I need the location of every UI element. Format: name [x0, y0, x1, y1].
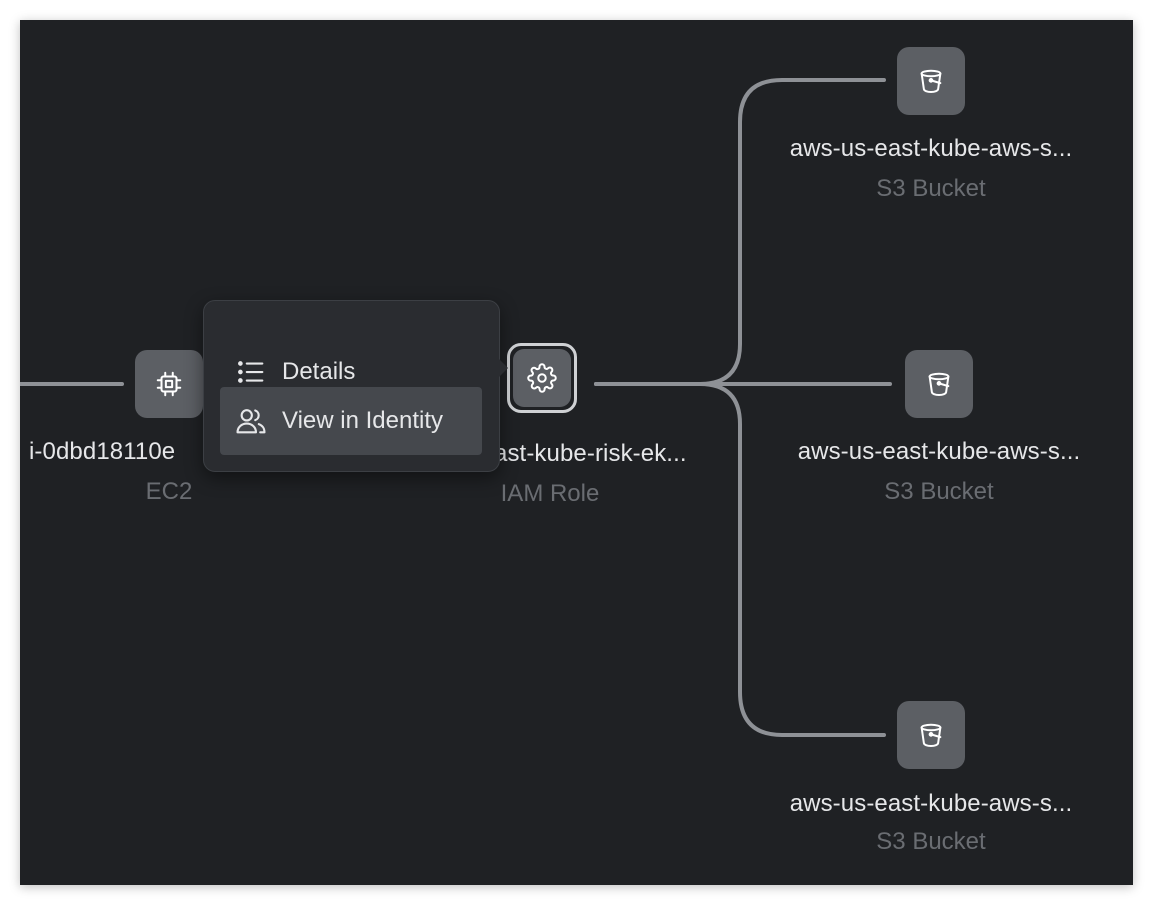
ec2-node-name: i-0dbd18110e	[29, 438, 176, 465]
edge-role-s3-top	[594, 78, 886, 386]
s3-bucket-node-top[interactable]	[897, 47, 965, 115]
s3-bucket-top-name: aws-us-east-kube-aws-s...	[789, 135, 1073, 162]
cpu-icon	[156, 371, 182, 397]
menu-item-details-label: Details	[282, 358, 356, 385]
s3-bucket-node-middle[interactable]	[905, 350, 973, 418]
iam-role-node[interactable]	[507, 343, 577, 413]
iam-role-node-type: IAM Role	[500, 480, 600, 507]
context-menu: Details View in Identity	[203, 300, 500, 472]
graph-canvas[interactable]: i-0dbd18110e EC2 ast-kube-risk-ek... IAM…	[20, 20, 1133, 885]
bucket-icon	[920, 723, 942, 747]
menu-item-details[interactable]: Details	[220, 338, 482, 406]
bucket-icon	[928, 372, 950, 396]
gear-icon	[527, 363, 557, 393]
s3-bucket-bottom-name: aws-us-east-kube-aws-s...	[789, 790, 1073, 817]
edge-role-s3-bottom	[594, 382, 886, 737]
s3-bucket-bottom-type: S3 Bucket	[876, 828, 986, 855]
s3-bucket-node-bottom[interactable]	[897, 701, 965, 769]
ec2-node-type: EC2	[145, 478, 193, 505]
iam-role-node-name: ast-kube-risk-ek...	[494, 440, 687, 467]
context-menu-arrow	[494, 354, 508, 382]
menu-item-view-in-identity[interactable]: View in Identity	[220, 387, 482, 455]
menu-item-view-in-identity-label: View in Identity	[282, 407, 443, 434]
s3-bucket-middle-name: aws-us-east-kube-aws-s...	[797, 438, 1081, 465]
list-icon	[234, 355, 268, 389]
s3-bucket-top-type: S3 Bucket	[876, 175, 986, 202]
s3-bucket-middle-type: S3 Bucket	[884, 478, 994, 505]
bucket-icon	[920, 69, 942, 93]
users-icon	[234, 404, 268, 438]
edges	[20, 78, 892, 737]
ec2-node[interactable]	[135, 350, 203, 418]
